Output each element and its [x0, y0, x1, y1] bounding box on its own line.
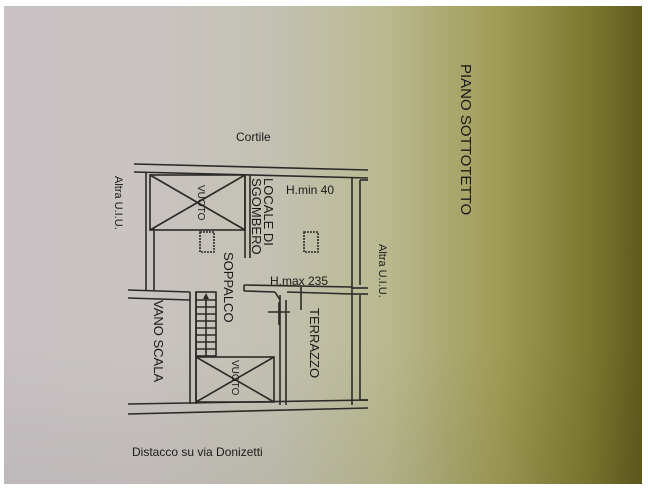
left-neighbor-label: Altra U.I.U. — [112, 176, 124, 230]
room-locale-line2: SGOMBERO — [249, 178, 264, 255]
room-void-lower: VUOTO — [229, 360, 240, 396]
room-soppalco: SOPPALCO — [221, 252, 236, 323]
room-vano-scala: VANO SCALA — [151, 300, 166, 383]
room-void-upper: VUOTO — [195, 185, 206, 221]
right-neighbor-label: Altra U.I.U. — [376, 244, 388, 298]
room-terrazzo: TERRAZZO — [307, 308, 322, 379]
h-min-annotation: H.min 40 — [286, 183, 335, 197]
courtyard-label: Cortile — [236, 130, 271, 144]
h-max-annotation: H.max 235 — [270, 274, 329, 288]
street-label: Distacco su via Donizetti — [132, 445, 263, 459]
document-photo — [4, 6, 642, 484]
plan-title: PIANO SOTTOTETTO — [457, 64, 474, 216]
